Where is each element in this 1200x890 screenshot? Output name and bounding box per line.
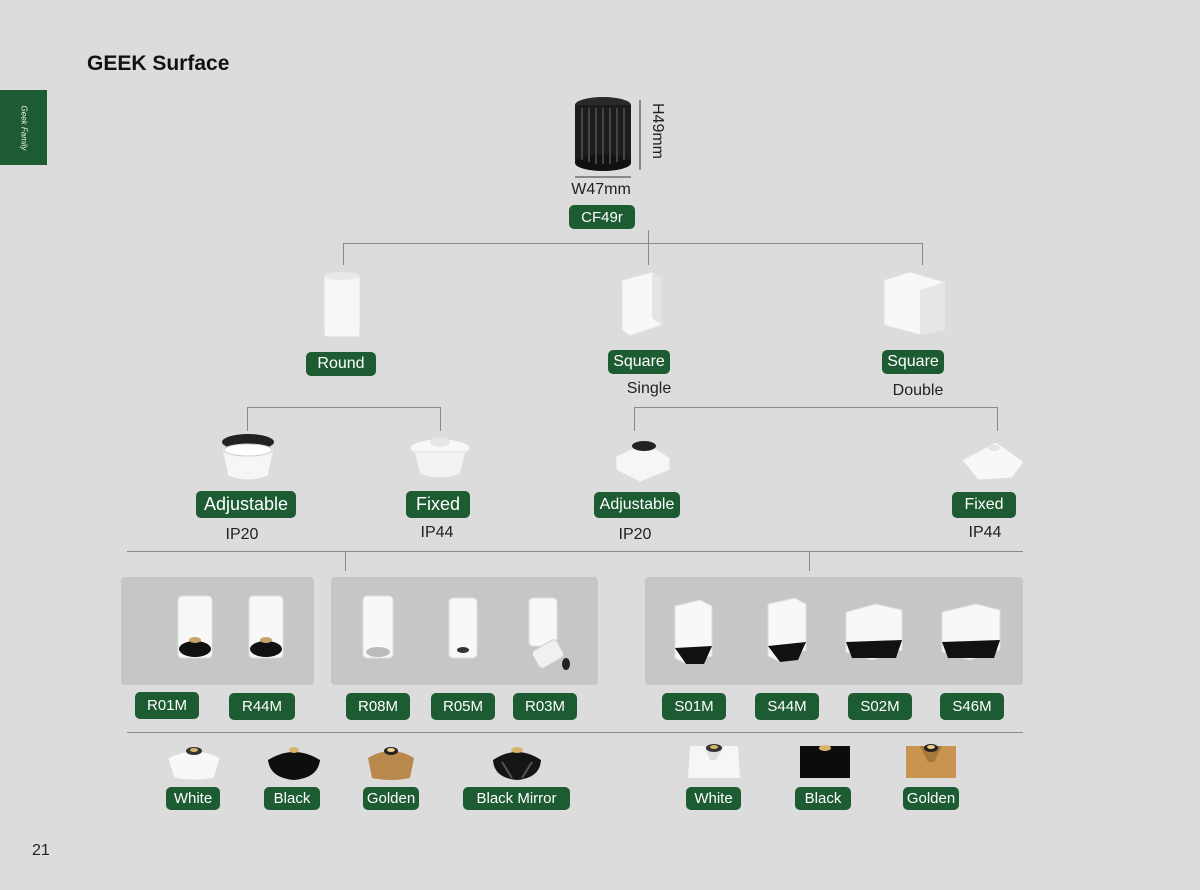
connector-line xyxy=(343,243,344,265)
connector-line xyxy=(634,407,998,408)
round-fixed-ip: IP44 xyxy=(420,524,454,541)
square-adjustable-ip: IP20 xyxy=(618,526,652,543)
finish-badge-round-white[interactable]: White xyxy=(166,787,220,810)
square-adjustable-badge[interactable]: Adjustable xyxy=(594,492,680,518)
finish-badge-square-golden[interactable]: Golden xyxy=(903,787,959,810)
square-fixed-ip: IP44 xyxy=(968,524,1002,541)
double-label: Double xyxy=(892,382,944,399)
model-badge-r05m[interactable]: R05M xyxy=(431,693,495,720)
divider-line xyxy=(127,551,1023,552)
divider-line xyxy=(127,732,1023,733)
module-badge[interactable]: CF49r xyxy=(569,205,635,229)
panel-round-fixed xyxy=(331,577,598,685)
panel-round-adjustable xyxy=(121,577,314,685)
module-height: H49mm xyxy=(649,102,667,160)
model-badge-s44m[interactable]: S44M xyxy=(755,693,819,720)
finish-badge-black-mirror[interactable]: Black Mirror xyxy=(463,787,570,810)
connector-line xyxy=(922,243,923,265)
connector-line xyxy=(345,551,346,571)
model-badge-s01m[interactable]: S01M xyxy=(662,693,726,720)
finish-badge-square-black[interactable]: Black xyxy=(795,787,851,810)
side-tab[interactable]: Geek Family xyxy=(0,90,47,165)
model-badge-r01m[interactable]: R01M xyxy=(135,692,199,719)
connector-line xyxy=(997,407,998,431)
page-title: GEEK Surface xyxy=(87,52,230,75)
round-fixed-badge[interactable]: Fixed xyxy=(406,491,470,518)
model-badge-s46m[interactable]: S46M xyxy=(940,693,1004,720)
round-badge[interactable]: Round xyxy=(306,352,376,376)
module-width: W47mm xyxy=(571,181,631,198)
connector-line xyxy=(809,551,810,571)
panel-square xyxy=(645,577,1023,685)
square-single-badge[interactable]: Square xyxy=(608,350,670,374)
connector-line xyxy=(247,407,248,431)
side-tab-label: Geek Family xyxy=(19,105,28,150)
finish-badge-round-golden[interactable]: Golden xyxy=(363,787,419,810)
connector-line xyxy=(343,243,923,244)
square-double-badge[interactable]: Square xyxy=(882,350,944,374)
model-badge-r44m[interactable]: R44M xyxy=(229,693,295,720)
round-adjustable-badge[interactable]: Adjustable xyxy=(196,491,296,518)
model-badge-r03m[interactable]: R03M xyxy=(513,693,577,720)
round-adjustable-ip: IP20 xyxy=(225,526,259,543)
connector-line xyxy=(440,407,441,431)
model-badge-r08m[interactable]: R08M xyxy=(346,693,410,720)
square-fixed-badge[interactable]: Fixed xyxy=(952,492,1016,518)
page-number: 21 xyxy=(32,842,50,859)
single-label: Single xyxy=(626,380,672,397)
finish-badge-square-white[interactable]: White xyxy=(686,787,741,810)
connector-line xyxy=(634,407,635,431)
connector-line xyxy=(648,230,649,265)
model-badge-s02m[interactable]: S02M xyxy=(848,693,912,720)
finish-badge-round-black[interactable]: Black xyxy=(264,787,320,810)
connector-line xyxy=(247,407,441,408)
